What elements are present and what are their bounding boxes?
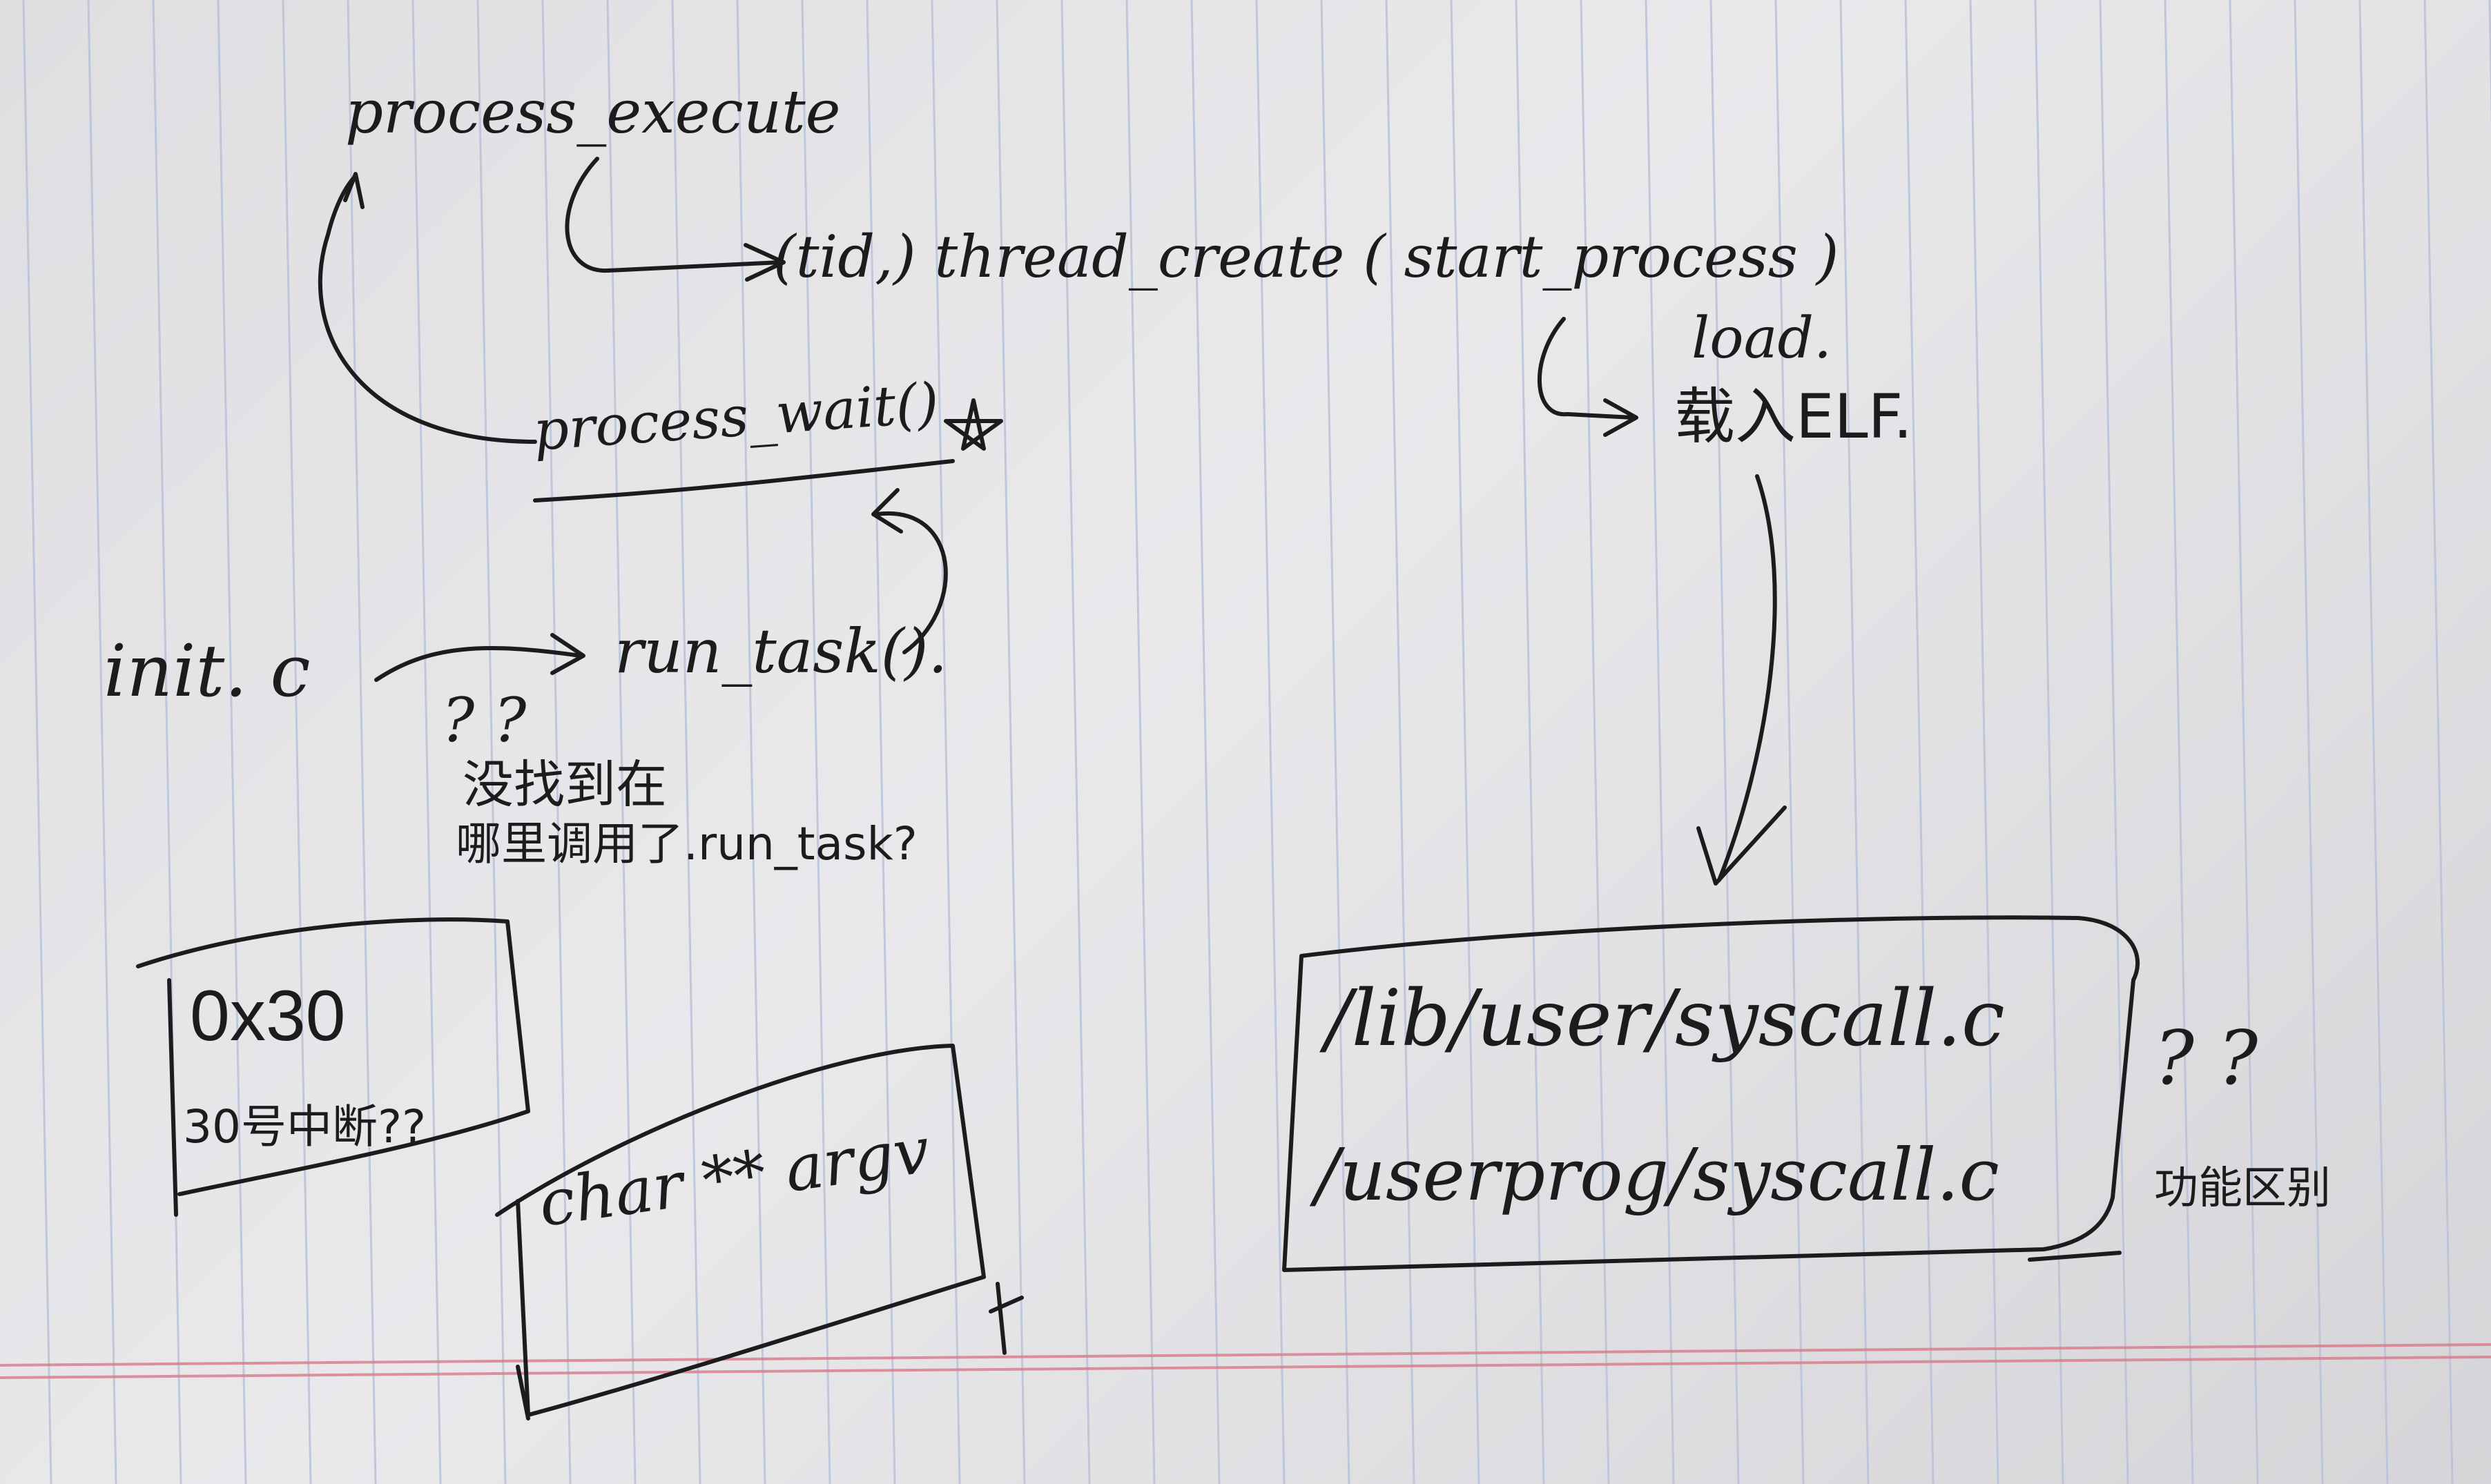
label-thread-create: (tid,) thread_create ( start_process )	[773, 223, 1839, 291]
label-hex-0x30: 0x30	[190, 976, 346, 1056]
label-path-lib-user-syscall: /lib/user/syscall.c	[1326, 974, 2005, 1064]
ruled-line	[411, 0, 442, 1484]
label-load: load.	[1692, 306, 1832, 371]
ruled-line	[87, 0, 117, 1484]
box-hex-interrupt	[136, 917, 530, 1217]
ruled-line	[1580, 0, 1610, 1484]
ruled-line	[476, 0, 507, 1484]
ruled-line	[1190, 0, 1221, 1484]
arrow-run-task-to-wait	[875, 511, 948, 654]
ruled-line	[2358, 0, 2389, 1484]
label-interrupt-30: 30号中断??	[183, 1100, 427, 1153]
ruled-line	[1645, 0, 1675, 1484]
ruled-line	[22, 0, 52, 1484]
ruled-line	[1320, 0, 1350, 1484]
ruled-line	[1385, 0, 1415, 1484]
label-load-elf: 载入ELF.	[1674, 381, 1913, 452]
ruled-line	[2294, 0, 2324, 1484]
label-init-c: init. c	[104, 629, 311, 713]
ruled-line	[282, 0, 312, 1484]
ruled-line	[2229, 0, 2259, 1484]
arrowhead-execute	[343, 172, 365, 209]
ruled-line	[347, 0, 377, 1484]
ruled-line	[1255, 0, 1286, 1484]
label-run-task: run_task().	[614, 616, 948, 687]
ruled-line	[801, 0, 831, 1484]
margin-line-bottom	[0, 1356, 2491, 1379]
ruled-line	[2164, 0, 2194, 1484]
ruled-line	[541, 0, 572, 1484]
ruled-line	[1060, 0, 1091, 1484]
ruled-line	[1515, 0, 1545, 1484]
label-function-difference: 功能区别	[2154, 1163, 2331, 1214]
ruled-line	[1904, 0, 1935, 1484]
box-argv	[495, 1044, 1024, 1420]
ruled-line	[217, 0, 247, 1484]
arrowhead-load	[1603, 398, 1638, 437]
ruled-line	[2034, 0, 2064, 1484]
ruled-line	[931, 0, 961, 1484]
ruled-line	[1839, 0, 1870, 1484]
ruled-line	[996, 0, 1026, 1484]
ruled-line	[2099, 0, 2129, 1484]
ruled-line	[1969, 0, 1999, 1484]
arrowhead-wait	[871, 488, 903, 534]
ruled-line	[866, 0, 896, 1484]
arrow-execute-to-thread-create	[565, 157, 782, 273]
label-process-execute: process_execute	[345, 78, 841, 147]
arrow-start-process-to-load	[1537, 317, 1635, 420]
question-marks-syscall: ? ?	[2154, 1015, 2258, 1102]
question-marks-run-task: ? ?	[442, 685, 527, 756]
arrow-wait-to-execute	[318, 174, 537, 444]
question-line-2: 哪里调用了.run_task?	[456, 817, 918, 870]
ruled-line	[2423, 0, 2454, 1484]
ruled-line	[152, 0, 182, 1484]
ruled-line	[671, 0, 701, 1484]
arrow-elf-to-syscall	[1717, 474, 1777, 882]
arrowhead-run-task	[550, 633, 585, 675]
wait-underline	[533, 459, 955, 502]
margin-line-top	[0, 1343, 2491, 1367]
ruled-line	[1450, 0, 1480, 1484]
ruled-line	[1774, 0, 1805, 1484]
label-path-userprog-syscall: /userprog/syscall.c	[1315, 1133, 1999, 1217]
ruled-line	[736, 0, 766, 1484]
star-icon	[944, 398, 1003, 451]
ruled-line	[1709, 0, 1740, 1484]
question-line-1: 没找到在	[463, 755, 667, 814]
arrowhead-thread-create	[744, 243, 786, 282]
arrowhead-syscall	[1696, 806, 1787, 886]
arrow-init-to-run-task	[374, 646, 582, 682]
ruled-line	[606, 0, 637, 1484]
box-syscall-paths	[1282, 915, 2140, 1272]
ruled-line	[1125, 0, 1156, 1484]
